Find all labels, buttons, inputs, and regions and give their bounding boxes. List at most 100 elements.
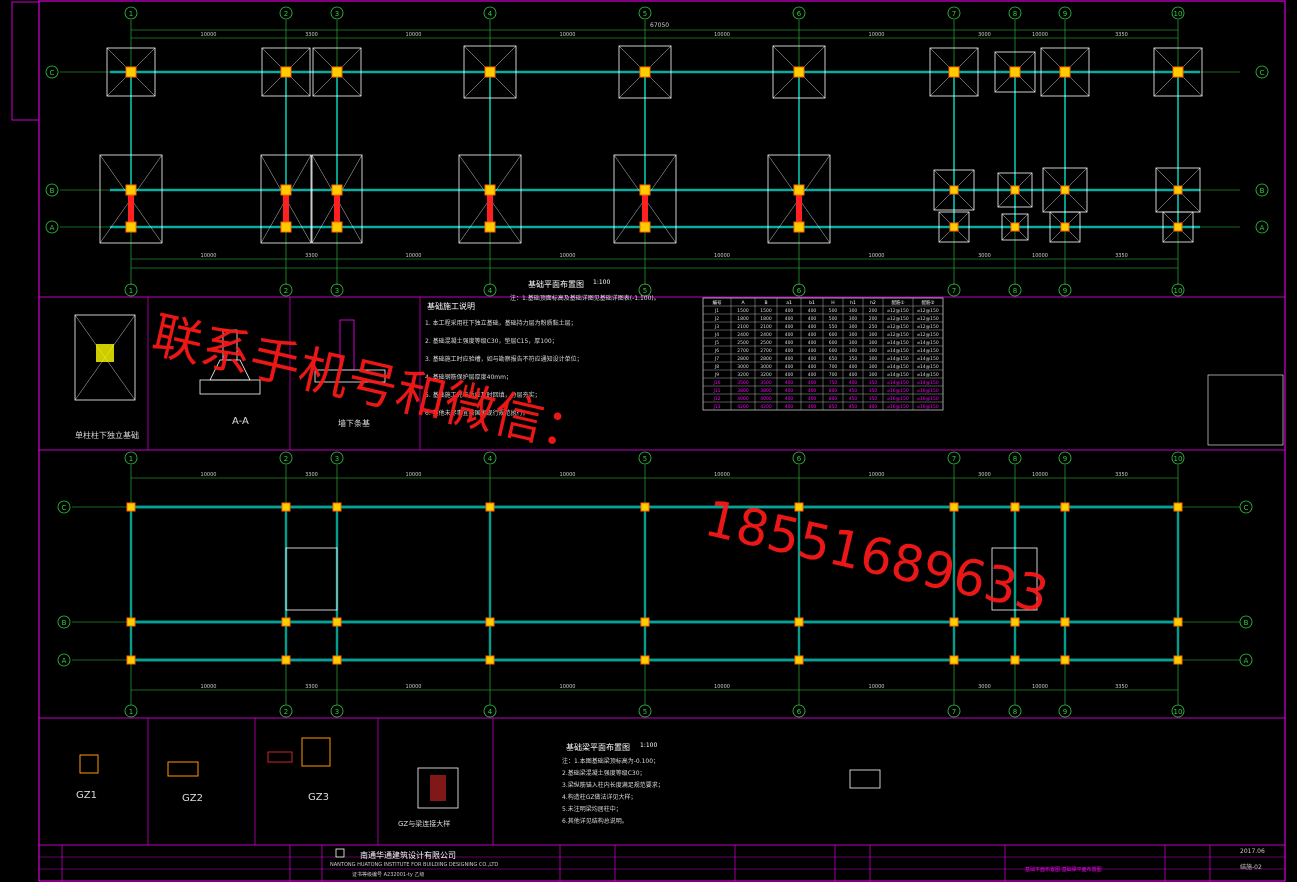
dim2-text-bottom-3: 10000 — [560, 684, 576, 690]
axis2-bubble-top-5 — [638, 451, 652, 465]
table-cell-text: J5 — [714, 340, 719, 346]
axis2-bubble-bottom-7 — [947, 704, 961, 718]
column-C-9 — [1059, 66, 1071, 78]
table-cell-text: ⌀14@150 — [917, 380, 939, 386]
table-cell-text: 3200 — [760, 372, 772, 378]
dim2-text-bottom-0: 10000 — [201, 684, 217, 690]
dim2-text-top-7: 10000 — [1032, 472, 1048, 478]
footing-outline — [994, 51, 1036, 93]
axis2-bubble-right-C — [1239, 500, 1253, 514]
table-cell-text: 650 — [829, 356, 838, 362]
axis2-bubble-top-4 — [483, 451, 497, 465]
column-A-6 — [793, 221, 805, 233]
axis-bubble-bottom-9 — [1058, 283, 1072, 297]
gz3-wing — [267, 751, 293, 763]
table-cell-text: J8 — [714, 364, 719, 370]
column2-B-4 — [485, 617, 495, 627]
axis2-label-top-6: 6 — [797, 455, 802, 463]
axis2-bubble-top-7 — [947, 451, 961, 465]
notes-line-3: 3. 基础施工时应验槽，如与勘察报告不符应通知设计单位； — [425, 356, 583, 363]
plan1-scale: 1:100 — [593, 279, 611, 286]
footing-outline — [997, 172, 1033, 208]
table-cell-text: 400 — [785, 396, 794, 402]
table-cell-text: ⌀16@150 — [917, 396, 939, 402]
axis-label-left-B: B — [50, 187, 55, 195]
column2-A-7 — [949, 655, 959, 665]
axis-label-left-C: C — [50, 69, 55, 77]
table-cell-text: 700 — [829, 364, 838, 370]
column-small — [1060, 185, 1070, 195]
footing-small-3 — [1001, 213, 1029, 241]
axis2-label-bottom-8: 8 — [1013, 708, 1017, 716]
table-cell-text: 450 — [849, 396, 858, 402]
table-cell-text: 400 — [808, 324, 817, 330]
column2-A-10 — [1173, 655, 1183, 665]
axis-bubble-top-3 — [330, 6, 344, 20]
notes-line-5: 5. 基础施工完毕后应及时回填，分层夯实； — [425, 392, 541, 399]
footing-outline — [772, 45, 826, 99]
axis-label-bottom-9: 9 — [1063, 287, 1067, 295]
axis2-label-bottom-4: 4 — [488, 708, 493, 716]
section-aa-label: A-A — [232, 416, 249, 427]
axis-bubble-top-9 — [1058, 6, 1072, 20]
table-cell-text: 300 — [869, 364, 878, 370]
footing-C-10 — [1153, 47, 1203, 97]
axis-label-bottom-10: 10 — [1174, 287, 1183, 295]
dim2-text-top-0: 10000 — [201, 472, 217, 478]
table-cell-text: ⌀16@150 — [887, 396, 909, 402]
axis2-label-top-4: 4 — [488, 455, 493, 463]
table-header: B — [764, 300, 767, 306]
column-small — [1010, 185, 1020, 195]
dim2-text-top-8: 3350 — [1115, 472, 1128, 478]
column-small — [1173, 185, 1183, 195]
dim-text-top-5: 10000 — [869, 32, 885, 38]
table-cell-text: J2 — [714, 316, 719, 322]
column2-B-2 — [281, 617, 291, 627]
axis2-label-bottom-2: 2 — [284, 708, 288, 716]
axis-bubble-top-2 — [279, 6, 293, 20]
table-cell-text: 400 — [785, 356, 794, 362]
dim2-text-top-2: 10000 — [406, 472, 422, 478]
column2-B-9 — [1060, 617, 1070, 627]
table-cell-text: J11 — [712, 388, 720, 394]
axis-label-top-2: 2 — [284, 10, 288, 18]
plan1-title: 基础平面布置图 — [528, 280, 584, 289]
dim-text-bottom-1: 3300 — [305, 253, 318, 259]
table-cell-text: ⌀12@150 — [887, 324, 909, 330]
table-cell-text: 350 — [869, 396, 878, 402]
dim2-text-bottom-6: 3000 — [978, 684, 991, 690]
dim-text-top-6: 3000 — [978, 32, 991, 38]
beam-note-2: 2.基础梁混凝土强度等级C30； — [562, 770, 646, 777]
footing-outline — [458, 154, 522, 244]
table-cell-text: 1500 — [760, 308, 772, 314]
axis-bubble-left-A — [45, 220, 59, 234]
table-cell-text: 4200 — [737, 404, 749, 410]
axis2-label-top-8: 8 — [1013, 455, 1017, 463]
table-cell-text: 4000 — [760, 396, 772, 402]
column2-B-1 — [126, 617, 136, 627]
footing-outline — [106, 47, 156, 97]
axis-label-top-8: 8 — [1013, 10, 1017, 18]
table-cell-text: ⌀14@150 — [887, 372, 909, 378]
table-cell-text: 2400 — [737, 332, 749, 338]
dim2-text-bottom-8: 3350 — [1115, 684, 1128, 690]
axis2-label-top-3: 3 — [335, 455, 339, 463]
wall-footing — [314, 369, 386, 383]
footing-C-6 — [772, 45, 826, 99]
dim-text-bottom-5: 10000 — [869, 253, 885, 259]
beam-note-1: 注：1.本图基础梁顶标高为-0.100； — [562, 758, 660, 765]
axis2-label-right-A: A — [1244, 657, 1249, 665]
table-cell-text: 350 — [869, 380, 878, 386]
dim-text-top-8: 3350 — [1115, 32, 1128, 38]
strip-tie-5 — [642, 185, 648, 230]
footing-C-3 — [312, 47, 362, 97]
beam-note-5: 5.未注明梁均居柱中； — [562, 806, 622, 813]
table-cell — [912, 401, 944, 411]
gz2-section — [167, 761, 199, 777]
axis-bubble-bottom-5 — [638, 283, 652, 297]
axis-bubble-bottom-4 — [483, 283, 497, 297]
table-cell-text: ⌀14@150 — [887, 348, 909, 354]
table-cell-text: 300 — [849, 324, 858, 330]
